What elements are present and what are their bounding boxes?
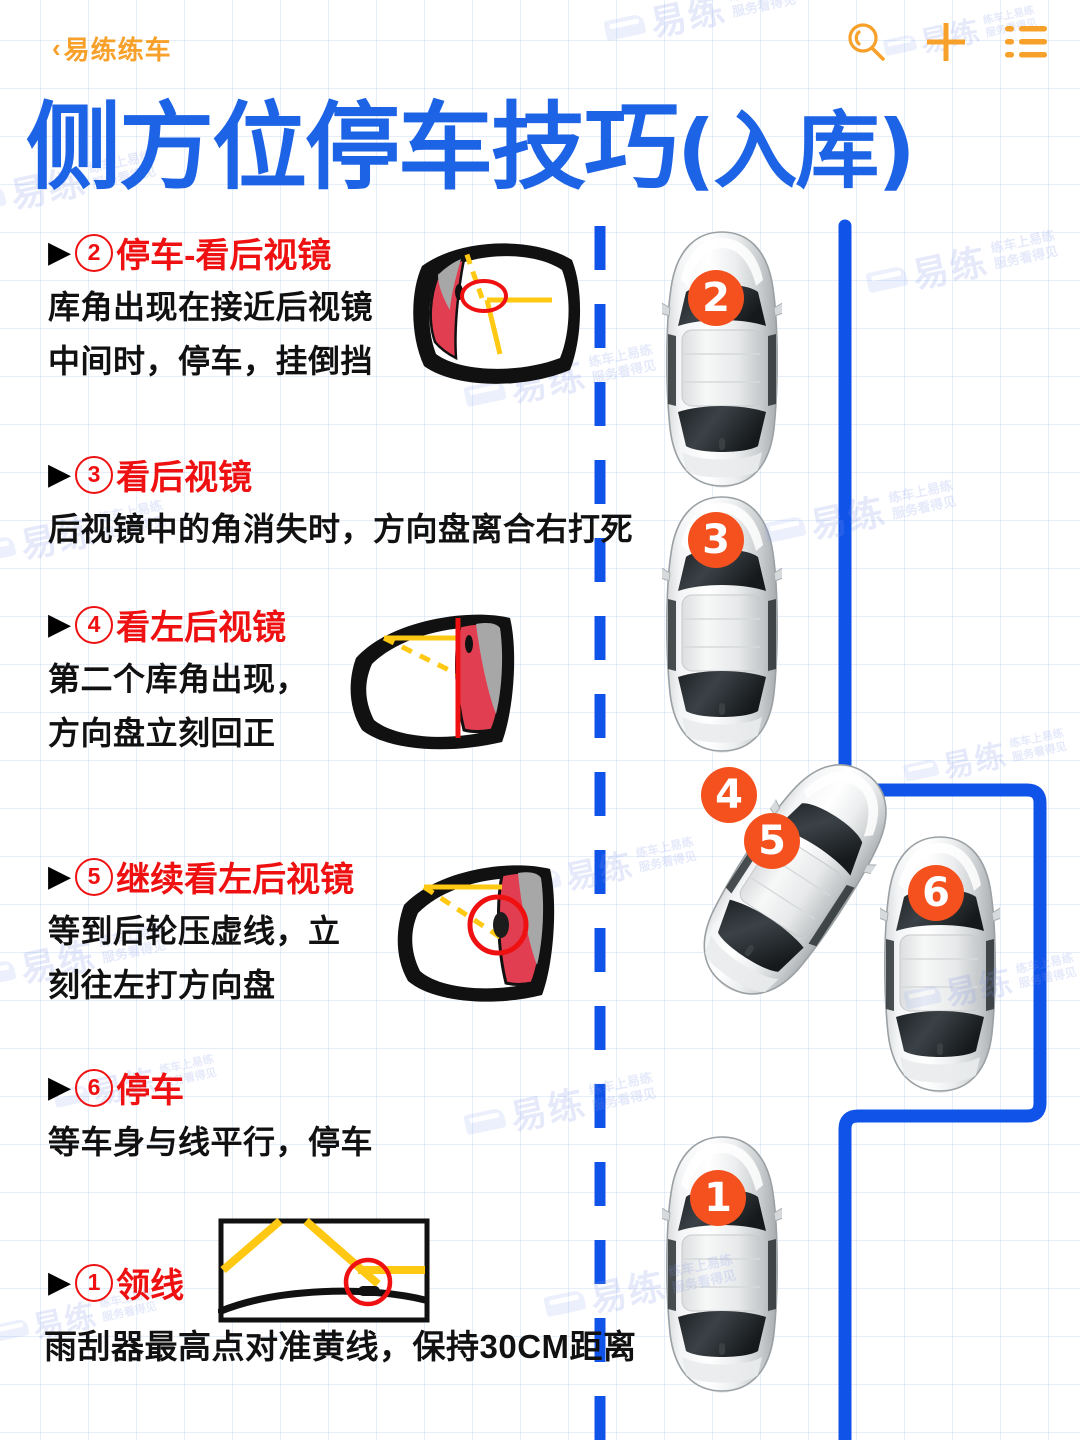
search-icon[interactable] bbox=[842, 18, 890, 66]
step-number-1: 1 bbox=[75, 1263, 114, 1302]
step-body-4: 第二个库角出现， 方向盘立刻回正 bbox=[48, 661, 309, 751]
triangle-bullet-icon: ▶ bbox=[48, 457, 72, 491]
page-title-suffix: (入库) bbox=[677, 102, 916, 200]
triangle-bullet-icon: ▶ bbox=[48, 1265, 72, 1299]
page-title-main: 侧方位停车技巧 bbox=[26, 93, 679, 203]
mirror-illustration-step5 bbox=[397, 865, 555, 1002]
car-badge-5: 5 bbox=[744, 813, 800, 869]
step-title-4: 看左后视镜 bbox=[116, 609, 287, 647]
step-title-6: 停车 bbox=[116, 1072, 185, 1110]
triangle-bullet-icon: ▶ bbox=[48, 607, 72, 641]
step-body-2: 库角出现在接近后视镜 中间时，停车，挂倒挡 bbox=[48, 289, 374, 379]
car-badge-2: 2 bbox=[688, 270, 744, 326]
step-heading-1: ▶ 1 领线 bbox=[48, 1258, 184, 1307]
top-bar: ‹ 易练练车 bbox=[0, 0, 1080, 86]
top-icon-group bbox=[842, 18, 1050, 66]
step-heading-3: ▶ 3 看后视镜 bbox=[48, 450, 252, 499]
car-badge-4: 4 bbox=[701, 767, 757, 823]
back-button[interactable]: ‹ 易练练车 bbox=[52, 30, 172, 67]
step-heading-5: ▶ 5 继续看左后视镜 bbox=[48, 852, 354, 901]
triangle-bullet-icon: ▶ bbox=[48, 859, 72, 893]
triangle-bullet-icon: ▶ bbox=[48, 235, 72, 269]
step-title-3: 看后视镜 bbox=[116, 459, 253, 497]
car-badge-6: 6 bbox=[908, 865, 964, 921]
mirror-illustration-step2 bbox=[413, 243, 581, 384]
car-badge-1: 1 bbox=[690, 1170, 746, 1226]
step-number-4: 4 bbox=[75, 605, 114, 644]
step-body-5: 等到后轮压虚线，立 刻往左打方向盘 bbox=[48, 913, 341, 1003]
back-label: 易练练车 bbox=[63, 35, 172, 65]
plus-icon[interactable] bbox=[922, 18, 970, 66]
triangle-bullet-icon: ▶ bbox=[48, 1070, 72, 1104]
step-title-5: 继续看左后视镜 bbox=[116, 861, 355, 899]
step-body-6: 等车身与线平行，停车 bbox=[48, 1124, 374, 1160]
step-body-3: 后视镜中的角消失时，方向盘离合右打死 bbox=[48, 511, 634, 547]
step-heading-4: ▶ 4 看左后视镜 bbox=[48, 600, 286, 649]
step-heading-2: ▶ 2 停车-看后视镜 bbox=[48, 228, 331, 277]
step-number-2: 2 bbox=[75, 233, 114, 272]
step-body-1: 雨刮器最高点对准黄线，保持30CM距离 bbox=[44, 1328, 637, 1365]
page-title: 侧方位停车技巧(入库) bbox=[26, 96, 1061, 203]
mirror-illustration-step4 bbox=[350, 614, 515, 750]
step-title-1: 领线 bbox=[116, 1267, 185, 1305]
step-heading-6: ▶ 6 停车 bbox=[48, 1063, 184, 1112]
back-chevron-icon: ‹ bbox=[52, 33, 62, 63]
menu-list-icon[interactable] bbox=[1002, 18, 1050, 66]
step-number-5: 5 bbox=[75, 857, 114, 896]
step-number-3: 3 bbox=[75, 455, 114, 494]
car-badge-3: 3 bbox=[688, 512, 744, 568]
step-number-6: 6 bbox=[75, 1068, 114, 1107]
wiper-hood-illustration bbox=[218, 1218, 430, 1323]
step-title-2: 停车-看后视镜 bbox=[116, 237, 332, 275]
